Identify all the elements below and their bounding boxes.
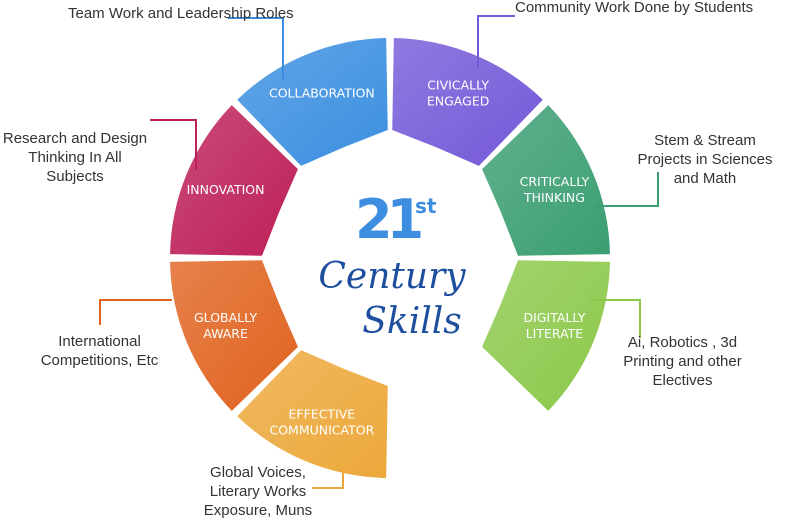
- logo-21: 21: [355, 188, 421, 251]
- segment-label-civically-engaged: CIVICALLY: [427, 78, 489, 93]
- segment-label-digitally-literate: DIGITALLY: [524, 310, 586, 325]
- label-innovation: Research and Design Thinking In All Subj…: [2, 130, 148, 185]
- connector-collaboration: [228, 17, 284, 80]
- segment-label-globally-aware: AWARE: [203, 326, 248, 341]
- segment-civically-engaged: [392, 38, 543, 166]
- label-digitally-literate: Ai, Robotics , 3d Printing and other Ele…: [623, 334, 742, 389]
- segment-label-collaboration: COLLABORATION: [269, 86, 375, 101]
- connector-civically-engaged: [477, 15, 515, 68]
- segment-label-critically-thinking: THINKING: [523, 190, 585, 205]
- segment-innovation: [170, 105, 298, 256]
- segment-globally-aware: [170, 260, 298, 411]
- connector-effective-communicator: [312, 470, 344, 489]
- segment-label-effective-communicator: EFFECTIVE: [289, 406, 356, 421]
- segment-label-civically-engaged: ENGAGED: [427, 94, 489, 109]
- label-civically-engaged: Community Work Done by Students: [515, 0, 754, 16]
- segment-collaboration: [237, 38, 388, 166]
- logo-skills: Skills: [362, 301, 462, 342]
- segment-label-globally-aware: GLOBALLY: [194, 310, 257, 325]
- connector-critically-thinking: [595, 172, 659, 207]
- logo-st: st: [415, 194, 437, 218]
- logo-century: Century: [318, 256, 466, 297]
- segment-effective-communicator: [237, 350, 388, 478]
- segment-critically-thinking: [482, 105, 610, 256]
- connector-digitally-literate: [590, 299, 641, 338]
- segment-label-critically-thinking: CRITICALLY: [520, 174, 590, 189]
- label-critically-thinking: Stem & Stream Projects in Sciences and M…: [637, 132, 773, 187]
- label-collaboration: Team Work and Leadership Roles: [68, 5, 294, 22]
- connector-innovation: [150, 119, 197, 170]
- label-globally-aware: International Competitions, Etc: [40, 333, 159, 369]
- segment-label-digitally-literate: LITERATE: [526, 326, 584, 341]
- label-effective-communicator: Global Voices, Literary Works Exposure, …: [203, 464, 313, 519]
- segment-digitally-literate: [482, 260, 610, 411]
- connector-globally-aware: [99, 299, 172, 325]
- segment-label-effective-communicator: COMMUNICATOR: [269, 422, 374, 437]
- segment-label-innovation: INNOVATION: [187, 182, 265, 197]
